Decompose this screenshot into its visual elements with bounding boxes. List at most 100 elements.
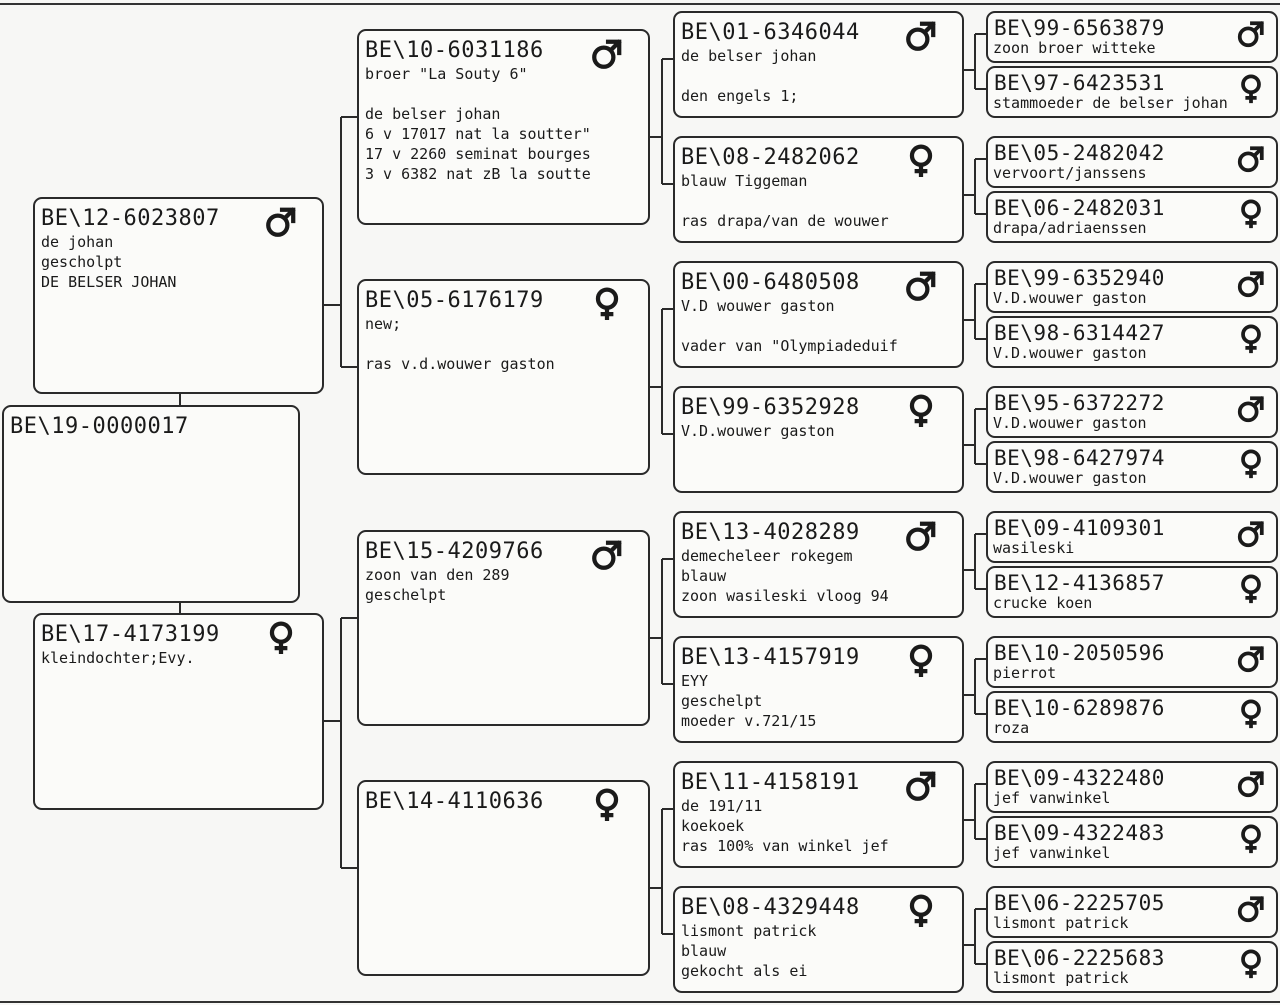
notes: wasileski [988,540,1276,556]
ring-number: BE\99-6352928 [681,395,860,420]
note-line: pierrot [993,665,1057,681]
female-symbol-icon [1236,74,1266,108]
male-symbol-icon [904,519,938,557]
note-line: drapa/adriaenssen [993,220,1147,236]
male-symbol-icon [1236,144,1266,178]
ring-number: BE\10-6289876 [994,696,1165,720]
note-line: gescholpt [41,253,123,271]
note-line: moeder v.721/15 [681,712,817,730]
ring-number: BE\06-2482031 [994,196,1165,220]
note-line: broer "La Souty 6" [365,65,528,83]
ring-number: BE\05-2482042 [994,141,1165,165]
female-symbol-icon [1236,324,1266,358]
subject-card: BE\19-0000017 [2,405,300,603]
note-line: crucke koen [993,595,1093,611]
notes: new;ras v.d.wouwer gaston [359,314,648,374]
female-symbol-icon [1236,199,1266,233]
notes: de johan gescholpt DE BELSER JOHAN [35,232,322,292]
note-line: kleindochter;Evy. [41,649,195,667]
note-line: de johan [41,233,114,251]
note-line: koekoek [681,817,745,835]
note-line: gekocht als ei [681,962,808,980]
male-symbol-icon [904,19,938,57]
notes: kleindochter;Evy. [35,648,322,668]
notes: stammoeder de belser johan [988,95,1276,111]
male-symbol-icon [1236,269,1266,303]
note-line: V.D.wouwer gaston [993,470,1147,486]
male-symbol-icon [1236,894,1266,928]
ring-number: BE\99-6563879 [994,16,1165,40]
male-symbol-icon [1236,19,1266,53]
ring-number: BE\12-6023807 [41,206,220,231]
notes: V.D.wouwer gaston [675,421,962,441]
ring-number: BE\08-2482062 [681,145,860,170]
ring-number: BE\97-6423531 [994,71,1165,95]
note-line: zoon wasileski vloog 94 [681,587,889,605]
note-line: vader van "Olympiadeduif [681,337,898,355]
ring-number: BE\12-4136857 [994,571,1165,595]
ring-number: BE\13-4157919 [681,645,860,670]
female-symbol-icon [1236,949,1266,983]
note-line: de 191/11 [681,797,763,815]
ring-number: BE\98-6427974 [994,446,1165,470]
notes: drapa/adriaenssen [988,220,1276,236]
notes: jef vanwinkel [988,845,1276,861]
note-line: wasileski [993,540,1075,556]
notes: pierrot [988,665,1276,681]
note-line: 3 v 6382 nat zB la soutte [365,165,591,183]
note-line: zoon broer witteke [993,40,1156,56]
notes: V.D.wouwer gaston [988,415,1276,431]
note-line: geschelpt [681,692,763,710]
note-line: zoon van den 289 [365,566,510,584]
sire-sire-card: BE\10-6031186 broer "La Souty 6" de belser… [357,29,650,225]
ring-number: BE\13-4028289 [681,520,860,545]
ring-number: BE\14-4110636 [365,789,544,814]
notes: zoon broer witteke [988,40,1276,56]
male-symbol-icon [1236,769,1266,803]
note-line: roza [993,720,1030,736]
ring-number: BE\09-4109301 [994,516,1165,540]
note-line: V.D.wouwer gaston [993,345,1147,361]
ring-number: BE\10-6031186 [365,38,544,63]
ring-number: BE\01-6346044 [681,20,860,45]
note-line: ras v.d.wouwer gaston [365,355,555,373]
female-symbol-icon [904,144,938,182]
notes: V.D.wouwer gaston [988,345,1276,361]
note-line [681,191,958,211]
female-symbol-icon [264,621,298,659]
male-symbol-icon [1236,519,1266,553]
note-line: 17 v 2260 seminat bourges [365,145,591,163]
note-line: V.D.wouwer gaston [993,290,1147,306]
female-symbol-icon [904,894,938,932]
ring-number: BE\15-4209766 [365,539,544,564]
female-symbol-icon [1236,449,1266,483]
dam-dam-card: BE\14-4110636 [357,780,650,976]
note-line: de belser johan [365,105,501,123]
female-symbol-icon [904,394,938,432]
note-line: DE BELSER JOHAN [41,273,177,291]
